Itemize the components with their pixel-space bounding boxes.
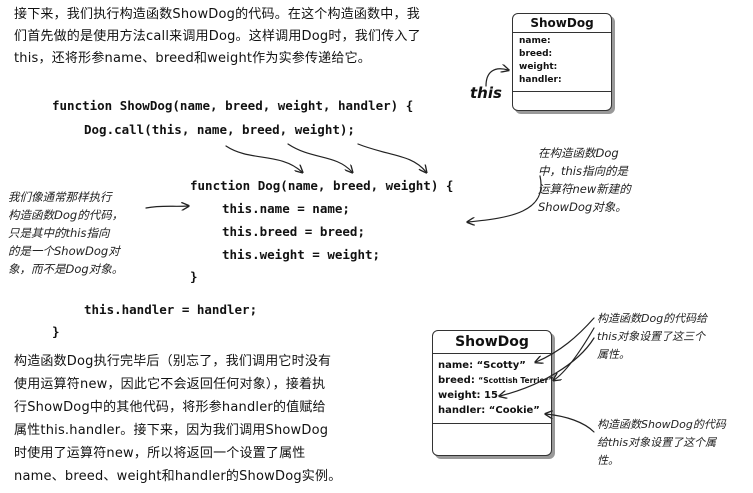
- code-showdog-close: }: [52, 324, 60, 339]
- field-key: breed:: [438, 375, 475, 386]
- annotation-line: 运算符new新建的: [538, 182, 631, 196]
- dog-props-annotation: 构造函数Dog的代码给 this对象设置了这三个 属性。: [597, 310, 707, 364]
- annotation-line: 构造函数Dog的代码给: [597, 312, 708, 325]
- arg-arrow-name: [225, 145, 302, 172]
- object-title: ShowDog: [513, 14, 611, 33]
- code-showdog-signature: function ShowDog(name, breed, weight, ha…: [52, 98, 414, 113]
- field-key: handler:: [438, 405, 486, 416]
- field-key: name:: [438, 360, 474, 371]
- annotation-line: 构造函数Dog的代码，: [8, 208, 124, 222]
- object-field: name:: [519, 36, 551, 46]
- annotation-line: 性。: [597, 454, 619, 467]
- code-dog-call: Dog.call(this, name, breed, weight);: [84, 122, 355, 137]
- intro-paragraph: 接下来，我们执行构造函数ShowDog的代码。在这个构造函数中，我 们首先做的是…: [14, 4, 421, 70]
- outro-paragraph: 构造函数Dog执行完毕后（别忘了，我们调用它时没有 使用运算符new，因此它不会…: [14, 350, 341, 488]
- annotation-line: ShowDog对象。: [538, 200, 627, 214]
- left-annotation: 我们像通常那样执行 构造函数Dog的代码， 只是其中的this指向 的是一个Sh…: [8, 188, 123, 278]
- object-row-name: name: “Scotty”: [438, 358, 546, 373]
- annotation-line: 只是其中的this指向: [8, 226, 110, 240]
- object-footer: [513, 91, 611, 102]
- intro-line: 接下来，我们执行构造函数ShowDog的代码。在这个构造函数中，我: [14, 7, 420, 22]
- arg-arrow-breed: [287, 143, 352, 172]
- object-footer: [433, 423, 551, 436]
- outro-line: name、breed、weight和handler的ShowDog实例。: [14, 469, 342, 484]
- annotation-line: 在构造函数Dog: [538, 146, 619, 160]
- annotation-line: this对象设置了这三个: [597, 330, 706, 343]
- code-this-name: this.name = name;: [222, 201, 350, 216]
- annotation-line: 象，而不是Dog对象。: [8, 262, 124, 276]
- code-this-breed: this.breed = breed;: [222, 224, 365, 239]
- outro-line: 使用运算符new，因此它不会返回任何对象），接着执: [14, 377, 326, 392]
- code-dog-signature: function Dog(name, breed, weight) {: [190, 178, 454, 193]
- outro-line: 行ShowDog中的其他代码，将形参handler的值赋给: [14, 400, 326, 415]
- field-value: “Cookie”: [488, 405, 540, 416]
- right-note-arrow: [468, 175, 542, 222]
- outro-line: 时使用了运算符new，所以将返回一个设置了属性: [14, 446, 306, 461]
- empty-showdog-object: ShowDog name: breed: weight: handler:: [512, 13, 612, 111]
- field-key: weight:: [438, 390, 481, 401]
- field-value: “Scottish Terrier”: [478, 376, 554, 385]
- left-note-arrow: [145, 206, 188, 208]
- showdog-prop-annotation: 构造函数ShowDog的代码 给this对象设置了这个属 性。: [597, 416, 726, 470]
- code-this-weight: this.weight = weight;: [222, 247, 381, 262]
- annotation-line: 构造函数ShowDog的代码: [597, 418, 726, 431]
- object-field: weight:: [519, 62, 558, 72]
- right-annotation: 在构造函数Dog 中，this指向的是 运算符new新建的 ShowDog对象。: [538, 144, 631, 216]
- object-field: breed:: [519, 49, 553, 59]
- annotation-line: 中，this指向的是: [538, 164, 628, 178]
- filled-showdog-object: ShowDog name: “Scotty” breed: “Scottish …: [432, 330, 553, 456]
- intro-line: 们首先做的是使用方法call来调用Dog。这样调用Dog时，我们传入了: [14, 29, 421, 44]
- outro-line: 属性this.handler。接下来，因为我们调用ShowDog: [14, 423, 329, 438]
- outro-line: 构造函数Dog执行完毕后（别忘了，我们调用它时没有: [14, 354, 332, 369]
- object-row-breed: breed: “Scottish Terrier”: [438, 373, 553, 388]
- object-row-handler: handler: “Cookie”: [438, 403, 546, 418]
- arg-arrow-weight: [357, 143, 426, 172]
- object-field: handler:: [519, 75, 562, 85]
- intro-line: this，还将形参name、breed和weight作为实参传递给它。: [14, 51, 371, 66]
- annotation-line: 的是一个ShowDog对: [8, 244, 120, 258]
- dog-props-arrow-2: [554, 327, 595, 380]
- object-title: ShowDog: [433, 331, 551, 354]
- code-handler-assign: this.handler = handler;: [84, 302, 258, 317]
- field-value: “Scotty”: [476, 360, 526, 371]
- object-row-weight: weight: 15: [438, 388, 546, 403]
- annotation-line: 属性。: [597, 348, 630, 361]
- field-value: 15: [484, 390, 498, 401]
- this-label: this: [470, 84, 502, 102]
- code-dog-close: }: [190, 269, 198, 284]
- showdog-prop-arrow: [546, 414, 595, 433]
- annotation-line: 我们像通常那样执行: [8, 190, 112, 204]
- annotation-line: 给this对象设置了这个属: [597, 436, 717, 449]
